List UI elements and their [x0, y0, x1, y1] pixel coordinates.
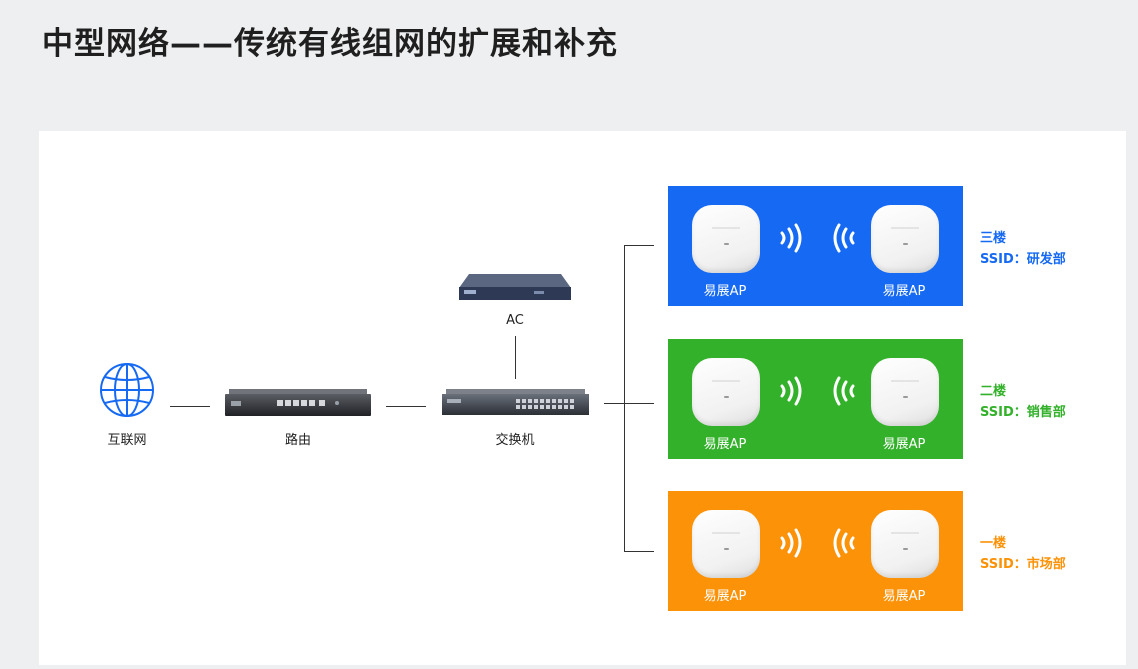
wifi-signal-icon	[780, 376, 802, 406]
floor-name-1: 一楼	[980, 536, 1007, 551]
wifi-signal-icon	[833, 223, 855, 253]
access-point-icon	[871, 358, 939, 426]
link-floor-2	[624, 403, 654, 404]
ap-label: 易展AP	[882, 284, 926, 299]
link-ac-switch	[515, 336, 516, 379]
ac-label: AC	[506, 313, 524, 328]
ac-controller-icon	[459, 274, 571, 300]
switch-icon	[442, 389, 589, 415]
switch-label: 交换机	[495, 433, 535, 448]
access-point-icon	[871, 510, 939, 578]
access-point-icon	[871, 205, 939, 273]
floor-name-3: 三楼	[980, 231, 1007, 246]
floor-ssid-1: SSID：市场部	[980, 557, 1066, 572]
ap-label: 易展AP	[703, 284, 747, 299]
ap-label: 易展AP	[703, 589, 747, 604]
access-point-icon	[692, 510, 760, 578]
wifi-signal-icon	[780, 223, 802, 253]
floor-ssid-3: SSID：研发部	[980, 252, 1066, 267]
access-point-icon	[692, 205, 760, 273]
ap-label: 易展AP	[703, 437, 747, 452]
page-title: 中型网络——传统有线组网的扩展和补充	[42, 26, 618, 62]
wifi-signal-icon	[780, 528, 802, 558]
internet-label: 互联网	[107, 433, 147, 448]
ap-label: 易展AP	[882, 589, 926, 604]
ap-label: 易展AP	[882, 437, 926, 452]
link-internet-router	[170, 406, 210, 407]
wifi-signal-icon	[833, 376, 855, 406]
floor-band-2: 易展AP 易展AP	[668, 339, 963, 459]
link-floor-3	[624, 245, 654, 246]
access-point-icon	[692, 358, 760, 426]
wifi-signal-icon	[833, 528, 855, 558]
router-icon	[225, 389, 371, 416]
floor-band-1: 易展AP 易展AP	[668, 491, 963, 611]
floor-name-2: 二楼	[980, 384, 1007, 399]
diagram-panel: 互联网 路由 AC	[39, 131, 1126, 665]
floor-ssid-2: SSID：销售部	[980, 405, 1066, 420]
globe-icon	[100, 363, 154, 417]
router-label: 路由	[284, 433, 311, 448]
link-router-switch	[386, 406, 426, 407]
floor-band-3: 易展AP 易展AP	[668, 186, 963, 306]
floor-trunk	[624, 245, 625, 551]
link-floor-1	[624, 551, 654, 552]
